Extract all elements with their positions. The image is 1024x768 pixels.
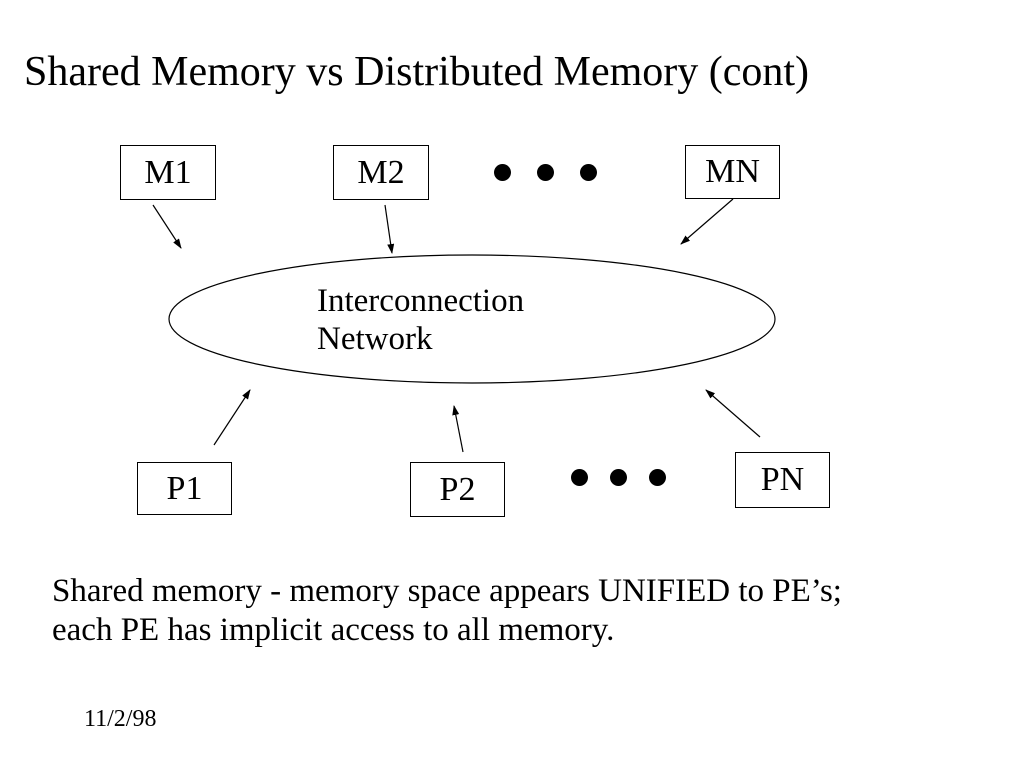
- ellipsis-row-memory: [494, 164, 597, 181]
- network-label-line1: Interconnection: [317, 283, 525, 319]
- ellipsis-dot-icon: [494, 164, 511, 181]
- ellipsis-dot-icon: [610, 469, 627, 486]
- body-text-line1: Shared memory - memory space appears UNI…: [52, 573, 842, 609]
- body-text-line2: each PE has implicit access to all memor…: [52, 612, 615, 648]
- processor-box-pn: PN: [735, 452, 830, 508]
- ellipsis-dot-icon: [571, 469, 588, 486]
- body-text: Shared memory - memory space appears UNI…: [52, 572, 842, 650]
- memory-box-m1: M1: [120, 145, 216, 200]
- ellipsis-dot-icon: [649, 469, 666, 486]
- slide-title: Shared Memory vs Distributed Memory (con…: [24, 49, 810, 95]
- ellipsis-dot-icon: [537, 164, 554, 181]
- arrow-m2-to-network: [384, 204, 395, 254]
- network-label-line2: Network: [317, 321, 433, 357]
- processor-box-p1: P1: [137, 462, 232, 515]
- arrow-m1-to-network: [152, 204, 182, 249]
- arrow-pn-to-network: [705, 389, 761, 438]
- processor-box-p2: P2: [410, 462, 505, 517]
- network-label: Interconnection Network: [317, 282, 524, 358]
- arrow-p1-to-network: [213, 389, 251, 446]
- arrow-mn-to-network: [680, 198, 734, 245]
- ellipsis-dot-icon: [580, 164, 597, 181]
- arrow-p2-to-network: [452, 405, 464, 453]
- footer-date: 11/2/98: [84, 706, 157, 732]
- memory-box-m2: M2: [333, 145, 429, 200]
- memory-box-mn: MN: [685, 145, 780, 199]
- ellipsis-row-processor: [571, 469, 666, 486]
